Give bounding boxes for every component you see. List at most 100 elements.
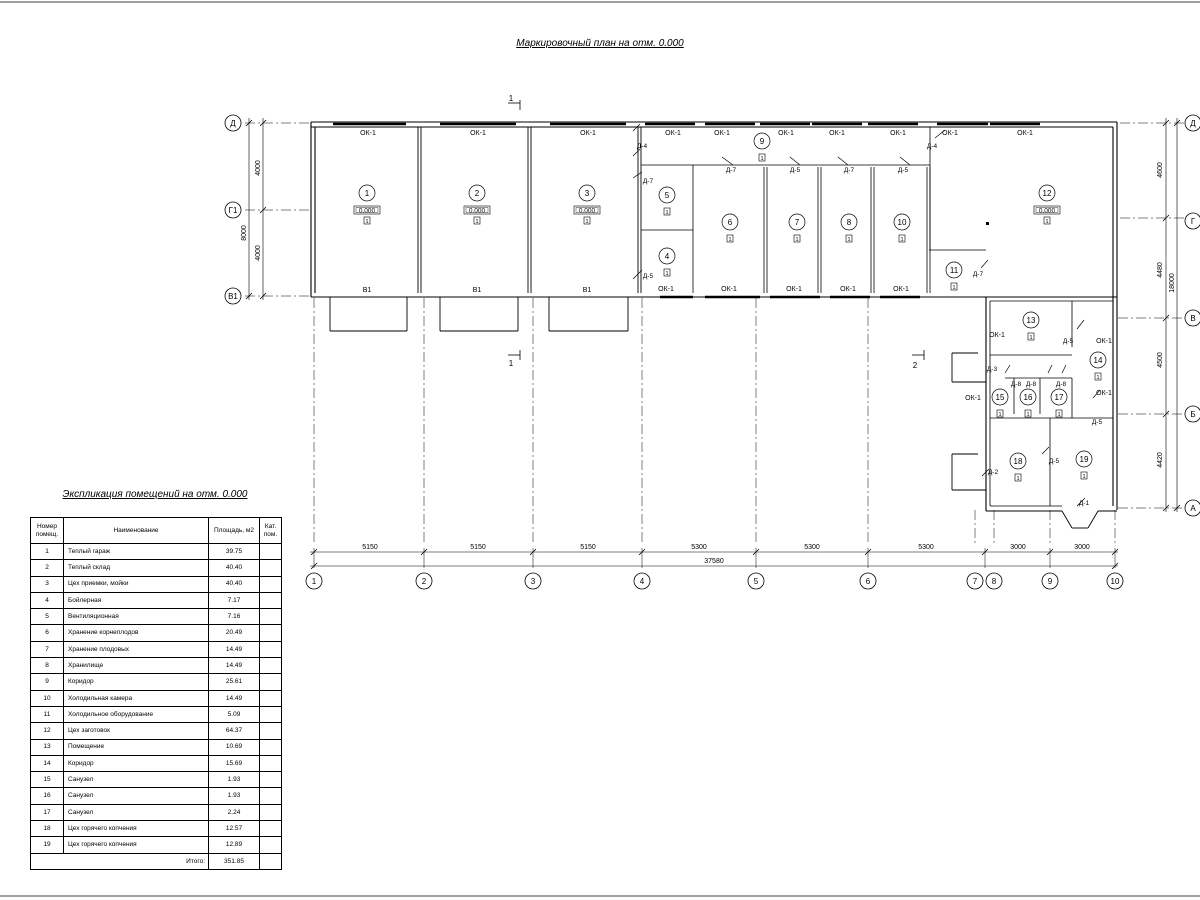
room-number-circle [753,132,771,150]
window-label: ОК-1 [778,130,794,137]
room-number-cell: 16 [30,787,64,805]
dim-tick [259,206,267,214]
window-label: ОК-1 [470,130,486,137]
header-category: Кат. пом. [259,517,282,544]
room-category-cell [259,738,282,756]
window-label: ОК-1 [965,395,981,402]
room-number: 2 [475,189,480,198]
dim-tick [259,119,267,127]
axis-bubble [415,572,433,590]
window-label: ОК-1 [1017,130,1033,137]
axis-bubble [1106,572,1124,590]
room-number: 9 [760,137,765,146]
room-name-cell: Холодильное оборудование [63,705,209,724]
building-walls [310,121,1118,529]
dimension-label: 5150 [362,544,378,551]
room-category-cell [259,836,282,854]
floor-mark-box [898,234,906,243]
door-label: Д-3 [987,366,998,373]
room-name-cell: Цех приемки, мойки [63,575,209,593]
floor-mark-box [1080,471,1088,480]
header-num: Номер помещ. [30,517,64,544]
elevation-box-inner [465,207,489,213]
window-label: ОК-1 [1096,338,1112,345]
room-name-cell: Хранилище [63,657,209,675]
door-label: Д-7 [643,178,654,185]
room-category-cell [259,640,282,659]
floor-mark: 1 [795,237,798,243]
door-label: Д-7 [844,167,855,174]
room-category-cell [259,803,282,822]
window-label: ОК-1 [893,286,909,293]
floor-mark-box [663,207,671,216]
door-swing [1004,364,1011,374]
floor-mark: 1 [847,237,850,243]
room-number-circle [893,213,911,231]
dim-tick [1173,504,1181,512]
door-label: Д-2 [988,469,999,476]
floor-mark-box [1043,216,1051,225]
dim-tick [1111,562,1119,570]
door-label: Д-7 [973,271,984,278]
room-number-cell: 14 [30,754,64,773]
door-swing [981,468,990,477]
room-name-cell: Вентиляционная [63,608,209,626]
floor-mark: 1 [475,219,478,225]
room-name-cell: Помещение [63,738,209,756]
explication-header-row: Номер помещ. Наименование Площадь, м2 Ка… [30,517,282,544]
axis-bubble [747,572,765,590]
section-mark-label: 1 [509,94,514,103]
dimension-label: 8000 [241,225,248,241]
room-name-cell: Цех заготовок [63,722,209,740]
room-area-cell: 64.37 [208,722,260,740]
dim-tick [310,562,318,570]
room-category-cell [259,771,282,789]
section-mark-label: 2 [913,361,918,370]
room-category-cell [259,722,282,740]
room-number: 15 [996,393,1005,402]
room-number: 18 [1014,457,1023,466]
axis-bubble [224,287,242,305]
floor-mark-box [845,234,853,243]
floor-mark: 1 [1026,412,1029,418]
room-area-cell: 15.69 [208,754,260,773]
dimension-label: 5150 [470,544,486,551]
door-swing [1061,364,1067,374]
room-number-cell: 8 [30,657,64,675]
dimension-label: 5150 [580,544,596,551]
floor-mark: 1 [1082,474,1085,480]
total-area: 351.85 [208,852,260,870]
room-number-cell: 4 [30,591,64,610]
axis-label: 5 [754,577,759,586]
floor-mark: 1 [665,271,668,277]
room-number-cell: 7 [30,640,64,659]
floor-mark-box [950,282,958,291]
dimension-label: 5300 [691,544,707,551]
axis-bubble [859,572,877,590]
room-number-circle [991,388,1009,406]
floor-mark-box [996,409,1004,418]
room-number-cell: 15 [30,771,64,789]
dim-tick [259,292,267,300]
axis-bubble [1184,309,1200,327]
floor-mark: 1 [1057,412,1060,418]
section-mark-label: 1 [509,359,514,368]
room-number-circle [1089,351,1107,369]
door-label: Д-5 [1049,458,1060,465]
axis-bubble [966,572,984,590]
dim-tick [245,119,253,127]
floor-mark-box [758,153,766,162]
dimension-label: 4000 [255,245,262,261]
floor-mark-box [1014,473,1022,482]
porch-line [1061,510,1073,529]
room-category-cell [259,542,282,561]
room-number-cell: 2 [30,559,64,577]
room-name-cell: Санузел [63,771,209,789]
axis-label: 2 [422,577,427,586]
